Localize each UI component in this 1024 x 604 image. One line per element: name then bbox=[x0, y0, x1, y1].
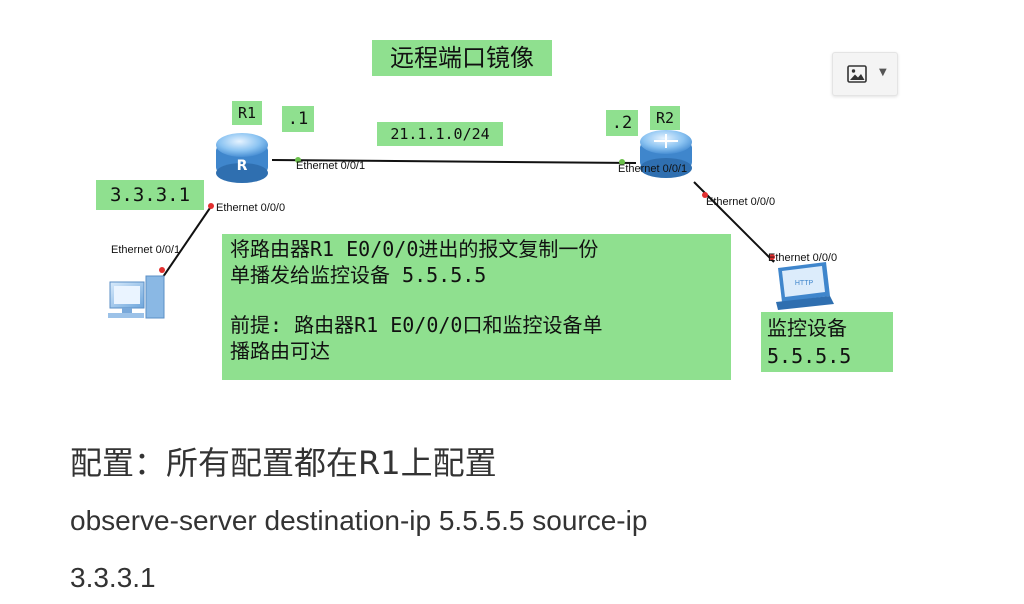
description-line-3: 前提: 路由器R1 E0/0/0口和监控设备单 bbox=[230, 313, 603, 337]
r1-ip-suffix: .1 bbox=[282, 106, 314, 132]
image-options-button[interactable]: ▼ bbox=[832, 52, 898, 96]
description-line-1: 将路由器R1 E0/0/0进出的报文复制一份 bbox=[230, 237, 599, 261]
chevron-down-icon: ▼ bbox=[879, 67, 887, 78]
monitor-device-label: 监控设备 5.5.5.5 bbox=[761, 312, 893, 372]
config-heading: 配置：所有配置都在R1上配置 bbox=[70, 444, 497, 482]
monitor-device-ip: 5.5.5.5 bbox=[767, 344, 852, 368]
description-box: 将路由器R1 E0/0/0进出的报文复制一份 单播发给监控设备 5.5.5.5 … bbox=[222, 234, 731, 380]
r2-port-e000-label: Ethernet 0/0/0 bbox=[706, 196, 776, 208]
r1-port-e000-label: Ethernet 0/0/0 bbox=[216, 202, 286, 214]
port-dot-r2-e001 bbox=[619, 159, 625, 165]
r2-ip-suffix: .2 bbox=[606, 110, 638, 136]
description-line-4: 播路由可达 bbox=[230, 339, 330, 363]
port-dot-server bbox=[769, 254, 775, 260]
server-screen-label: HTTP bbox=[795, 280, 814, 287]
port-dot-r2-e000 bbox=[702, 192, 708, 198]
router-r1-icon[interactable]: R bbox=[216, 133, 268, 183]
image-icon bbox=[847, 65, 867, 83]
port-dot-r1-e001 bbox=[295, 157, 301, 163]
slide-title: 远程端口镜像 bbox=[372, 40, 552, 76]
config-command-line-2: 3.3.3.1 bbox=[70, 562, 156, 593]
svg-text:R: R bbox=[237, 158, 248, 174]
port-dot-pc bbox=[159, 267, 165, 273]
monitor-device-name: 监控设备 bbox=[767, 316, 847, 340]
config-command-line-1: observe-server destination-ip 5.5.5.5 so… bbox=[70, 505, 648, 536]
router-r1-label: R1 bbox=[232, 101, 262, 125]
r2-port-e001-label: Ethernet 0/0/1 bbox=[618, 163, 688, 175]
http-server-icon[interactable]: HTTP bbox=[776, 262, 834, 310]
pc-icon[interactable] bbox=[108, 275, 165, 319]
port-dot-r1-e000 bbox=[208, 203, 214, 209]
r1-port-e001-label: Ethernet 0/0/1 bbox=[296, 160, 366, 172]
link-subnet-label: 21.1.1.0/24 bbox=[377, 122, 503, 146]
pc-ip-label: 3.3.3.1 bbox=[96, 180, 204, 210]
pc-port-label: Ethernet 0/0/1 bbox=[111, 244, 181, 256]
description-spacer bbox=[230, 288, 723, 312]
description-line-2: 单播发给监控设备 5.5.5.5 bbox=[230, 263, 487, 287]
server-port-label: Ethernet 0/0/0 bbox=[768, 252, 838, 264]
router-r2-icon[interactable] bbox=[640, 130, 692, 178]
router-r2-label: R2 bbox=[650, 106, 680, 130]
link-r1-r2 bbox=[271, 159, 637, 164]
